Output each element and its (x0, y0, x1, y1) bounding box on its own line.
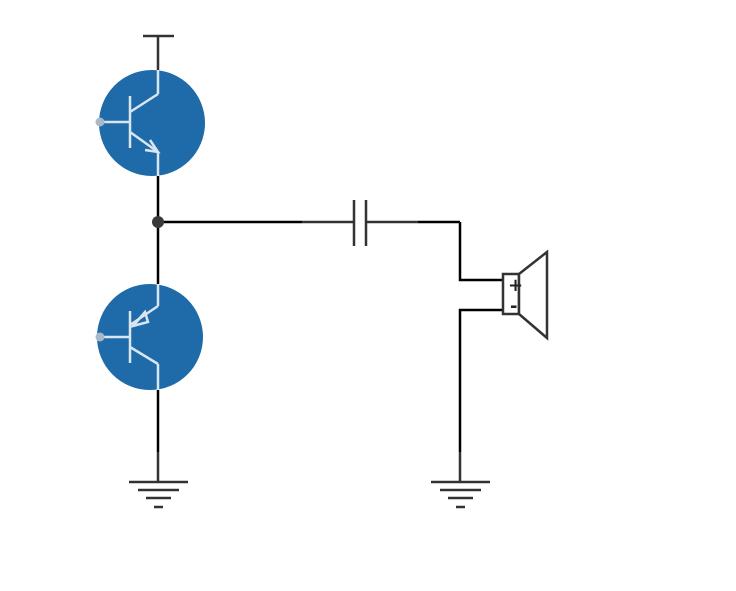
junction-dot (152, 216, 164, 228)
supply-rail[interactable] (143, 34, 174, 70)
capacitor-c1[interactable] (302, 200, 418, 246)
speaker-ls1[interactable]: + - (501, 249, 549, 341)
speaker-plus-label: + (508, 275, 523, 296)
transistor-q2[interactable] (95, 284, 204, 390)
transistor-q1[interactable] (95, 70, 206, 176)
pin-dot (95, 117, 105, 127)
wires (156, 176, 503, 452)
ground-2[interactable] (431, 452, 490, 509)
speaker-minus-label: - (510, 296, 517, 317)
pin-dot (95, 332, 105, 342)
ground-1[interactable] (129, 452, 188, 509)
